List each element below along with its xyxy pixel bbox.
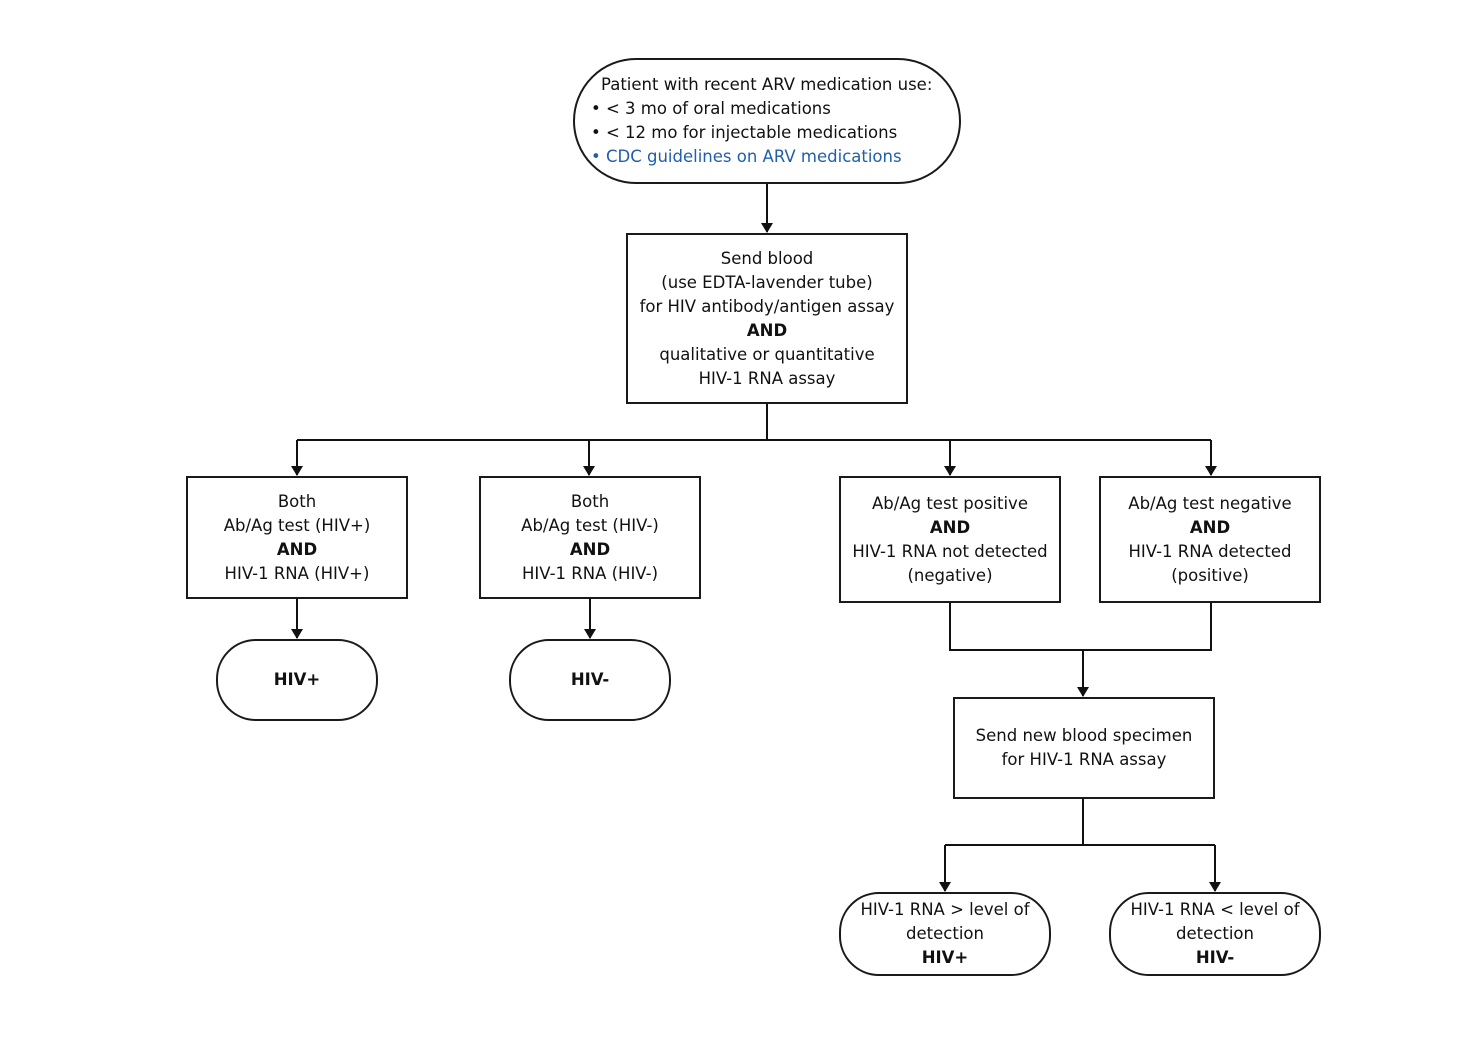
send-new-line-2: for HIV-1 RNA assay — [1001, 750, 1167, 769]
start-title: Patient with recent ARV medication use: — [601, 75, 933, 94]
final-below-result: HIV- — [1195, 948, 1235, 967]
send-new-line-1: Send new blood specimen — [975, 726, 1193, 745]
ab-neg-line-2: HIV-1 RNA detected — [1128, 541, 1292, 561]
both-neg-line-2: Ab/Ag test (HIV-) — [521, 515, 659, 535]
send-blood-line-5: HIV-1 RNA assay — [698, 368, 836, 388]
both-pos-line-1: Both — [277, 491, 317, 511]
both-pos-and: AND — [276, 539, 318, 559]
send-new-specimen-node: Send new blood specimen for HIV-1 RNA as… — [953, 697, 1215, 799]
final-above-detection-node: HIV-1 RNA > level of detection HIV+ — [839, 892, 1051, 976]
send-blood-line-2: (use EDTA-lavender tube) — [661, 272, 873, 292]
start-bullet-injectable: • < 12 mo for injectable medications — [591, 123, 898, 142]
send-blood-line-4: qualitative or quantitative — [659, 344, 875, 364]
both-pos-line-3: HIV-1 RNA (HIV+) — [224, 563, 370, 583]
connector-merge — [949, 602, 1212, 651]
ab-pos-line-1: Ab/Ag test positive — [872, 493, 1028, 513]
final-above-line-1: HIV-1 RNA > level of — [860, 900, 1030, 919]
both-pos-line-2: Ab/Ag test (HIV+) — [223, 515, 371, 535]
cdc-guidelines-link[interactable]: • CDC guidelines on ARV medications — [591, 147, 902, 166]
both-neg-line-3: HIV-1 RNA (HIV-) — [521, 563, 659, 583]
ab-pos-line-3: (negative) — [907, 565, 993, 585]
final-below-line-1: HIV-1 RNA < level of — [1130, 900, 1300, 919]
ab-positive-rna-negative-node: Ab/Ag test positive AND HIV-1 RNA not de… — [839, 476, 1061, 603]
send-blood-node: Send blood (use EDTA-lavender tube) for … — [626, 233, 908, 404]
start-node: Patient with recent ARV medication use: … — [573, 58, 961, 184]
send-blood-line-1: Send blood — [720, 248, 814, 268]
ab-neg-line-3: (positive) — [1171, 565, 1249, 585]
send-blood-line-3: for HIV antibody/antigen assay — [639, 296, 895, 316]
both-neg-line-1: Both — [570, 491, 610, 511]
start-bullet-oral: • < 3 mo of oral medications — [591, 99, 831, 118]
both-negative-node: Both Ab/Ag test (HIV-) AND HIV-1 RNA (HI… — [479, 476, 701, 599]
outcome-hiv-negative-label: HIV- — [570, 670, 610, 689]
ab-neg-line-1: Ab/Ag test negative — [1128, 493, 1292, 513]
final-above-result: HIV+ — [921, 948, 969, 967]
ab-pos-and: AND — [929, 517, 971, 537]
ab-pos-line-2: HIV-1 RNA not detected — [852, 541, 1048, 561]
ab-negative-rna-positive-node: Ab/Ag test negative AND HIV-1 RNA detect… — [1099, 476, 1321, 603]
outcome-hiv-positive: HIV+ — [216, 639, 378, 721]
both-neg-and: AND — [569, 539, 611, 559]
send-blood-and: AND — [746, 320, 788, 340]
final-below-detection-node: HIV-1 RNA < level of detection HIV- — [1109, 892, 1321, 976]
ab-neg-and: AND — [1189, 517, 1231, 537]
both-positive-node: Both Ab/Ag test (HIV+) AND HIV-1 RNA (HI… — [186, 476, 408, 599]
outcome-hiv-negative: HIV- — [509, 639, 671, 721]
final-below-line-2: detection — [1176, 924, 1254, 943]
outcome-hiv-positive-label: HIV+ — [273, 670, 321, 689]
final-above-line-2: detection — [906, 924, 984, 943]
